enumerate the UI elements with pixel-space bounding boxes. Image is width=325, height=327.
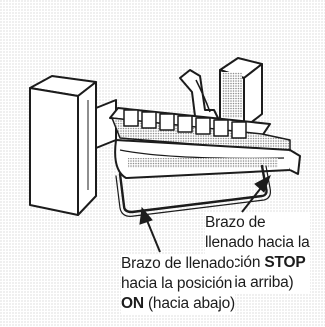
stop-label-keyword: STOP [264,254,306,271]
on-label-line3: ON (hacia abajo) [121,294,235,314]
on-label-keyword: ON [121,295,144,312]
stop-label-line1: Brazo de [205,214,266,231]
on-arrow [139,206,161,253]
front-tray [114,139,301,179]
stop-arrow [241,174,271,213]
stop-label-line2: llenado hacia la [205,234,310,251]
on-label-line2: hacia la posición [121,275,233,292]
on-label-line1: Brazo de llenado [121,255,235,272]
on-label-line3-suffix: (hacia abajo) [143,295,235,312]
control-housing [29,75,97,216]
on-position-label: Brazo de llenado hacia la posición ON (h… [121,254,235,314]
stop-position-label: Brazo de llenado hacia la posición STOP … [205,213,310,293]
shutoff-box [219,57,263,129]
ice-mold [109,107,291,153]
fill-arm [115,164,271,217]
